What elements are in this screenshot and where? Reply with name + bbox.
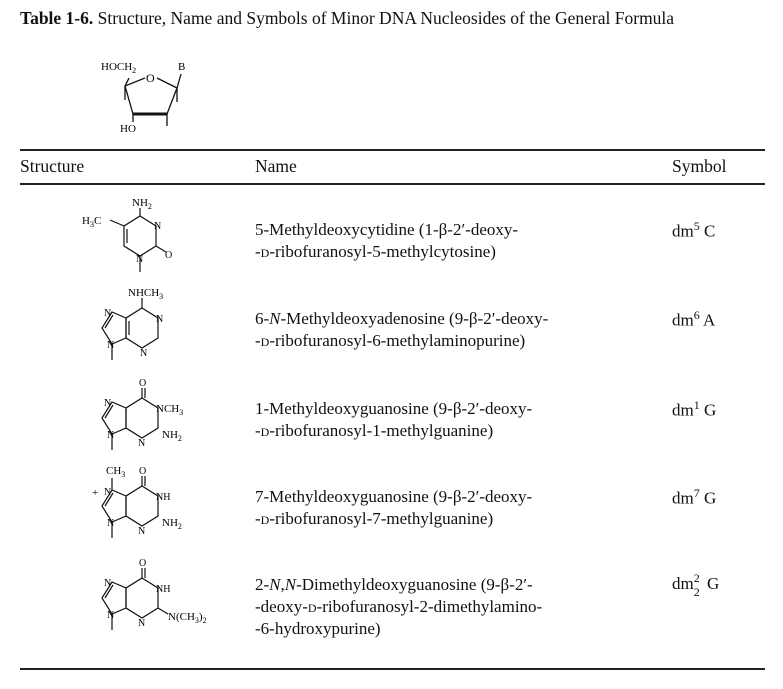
table-bottom-rule (20, 668, 765, 670)
svg-text:H3C: H3C (82, 215, 101, 229)
svg-text:B: B (178, 61, 185, 73)
svg-text:NH2: NH2 (132, 197, 152, 211)
svg-text:N: N (107, 610, 114, 621)
svg-text:+: + (92, 487, 98, 499)
header-bottom-rule (20, 183, 765, 185)
row-name-6-n-methyldeoxyadenosine: 6-N-Methyldeoxyadenosine (9-β-2′-deoxy- … (255, 309, 549, 350)
svg-text:NH2: NH2 (162, 429, 182, 443)
svg-text:N: N (154, 221, 161, 232)
svg-text:N: N (104, 398, 111, 409)
row-name-2-nn-dimethyldeoxyguanosine: 2-N,N-Dimethyldeoxyguanosine (9-β-2′- -d… (255, 575, 543, 638)
general-formula-structure: HOCH2 O B HO (101, 61, 185, 135)
svg-text:CH3: CH3 (106, 465, 125, 479)
structure-6-methylaminopurine: NHCH3 N N N N (101, 287, 163, 360)
structure-7-methylguanine: CH3 O + N NH N N NH2 (92, 465, 182, 538)
svg-text:N: N (138, 618, 145, 629)
structure-5-methylcytosine: NH2 H3C N N O (82, 197, 172, 272)
header-top-rule (20, 149, 765, 151)
svg-text:N: N (107, 518, 114, 529)
svg-text:HOCH2: HOCH2 (101, 61, 136, 75)
svg-text:O: O (165, 250, 172, 261)
svg-text:N: N (156, 314, 163, 325)
col-header-structure: Structure (20, 156, 85, 176)
structure-2-dimethylaminoguanine: O NH N N N N(CH3)2 (101, 558, 207, 630)
svg-text:N: N (140, 348, 147, 359)
col-header-name: Name (255, 156, 297, 176)
table-caption: Table 1-6. Structure, Name and Symbols o… (20, 8, 770, 29)
svg-text:N: N (138, 438, 145, 449)
svg-text:O: O (146, 71, 155, 85)
row-name-5-methyldeoxycytidine: 5-Methyldeoxycytidine (1-β-2′-deoxy- -d-… (255, 220, 519, 261)
svg-text:NHCH3: NHCH3 (128, 287, 163, 301)
svg-text:O: O (139, 378, 146, 389)
row-symbol-dm6a: dm6 A (672, 308, 716, 330)
svg-text:NH: NH (156, 584, 170, 595)
structure-1-methylguanine: O NCH3 N N N NH2 (101, 378, 183, 450)
svg-text:NH2: NH2 (162, 517, 182, 531)
svg-text:N: N (138, 526, 145, 537)
svg-text:N: N (104, 578, 111, 589)
svg-text:O: O (139, 558, 146, 569)
svg-text:HO: HO (120, 123, 136, 135)
row-name-1-methyldeoxyguanosine: 1-Methyldeoxyguanosine (9-β-2′-deoxy- -d… (255, 399, 533, 440)
svg-text:N: N (104, 487, 111, 498)
svg-text:O: O (139, 466, 146, 477)
row-symbol-dm5c: dm5 C (672, 219, 716, 241)
table-label: Table 1-6. (20, 8, 94, 28)
row-name-7-methyldeoxyguanosine: 7-Methyldeoxyguanosine (9-β-2′-deoxy- -d… (255, 487, 533, 528)
svg-text:N: N (104, 308, 111, 319)
svg-text:N: N (107, 430, 114, 441)
table-title: Structure, Name and Symbols of Minor DNA… (97, 8, 675, 28)
row-symbol-dm1g: dm1 G (672, 398, 717, 420)
svg-text:N: N (136, 254, 143, 265)
svg-text:N(CH3)2: N(CH3)2 (168, 611, 207, 625)
svg-text:NCH3: NCH3 (156, 403, 183, 417)
svg-text:NH: NH (156, 492, 170, 503)
row-symbol-dm7g: dm7 G (672, 486, 717, 508)
svg-text:N: N (107, 340, 114, 351)
col-header-symbol: Symbol (672, 156, 727, 176)
